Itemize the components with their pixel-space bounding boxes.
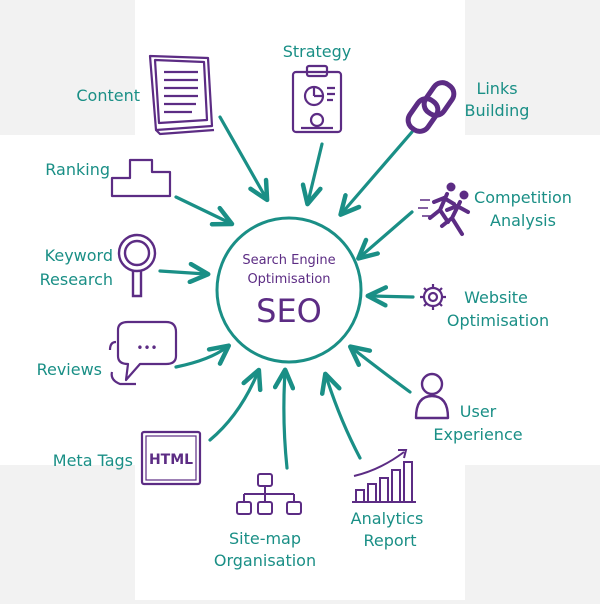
podium-icon xyxy=(110,158,172,198)
arrows xyxy=(158,115,415,470)
arrow-reviews xyxy=(174,343,232,369)
html-icon: HTML xyxy=(140,430,202,486)
runners-icon xyxy=(418,182,470,236)
html-icon-text: HTML xyxy=(149,452,193,468)
user-icon xyxy=(414,372,450,420)
links-label-1: Links xyxy=(476,79,517,98)
center-node: Search Engine Optimisation SEO xyxy=(215,216,363,364)
reviews-label: Reviews xyxy=(37,360,102,379)
links-label-2: Building xyxy=(465,101,530,120)
arrow-analytics xyxy=(319,371,362,460)
center-acronym: SEO xyxy=(256,292,322,330)
ux-label-1: User xyxy=(460,402,497,421)
analytics-label-2: Report xyxy=(363,531,416,550)
arrow-links xyxy=(338,130,414,217)
arrow-competition xyxy=(356,210,414,261)
sitemap-label-1: Site-map xyxy=(229,529,301,548)
ux-label-2: Experience xyxy=(433,425,522,444)
strategy-label: Strategy xyxy=(283,42,352,61)
speech-bubble-icon xyxy=(108,320,178,386)
website-label-1: Website xyxy=(464,288,528,307)
arrow-website xyxy=(365,285,415,308)
analytics-label-1: Analytics xyxy=(351,509,424,528)
topic-ranking: Ranking xyxy=(45,158,172,198)
topic-meta-tags: Meta Tags HTML xyxy=(53,430,202,486)
keyword-label-1: Keyword xyxy=(45,246,113,265)
topic-analytics-report: Analytics Report xyxy=(351,449,424,550)
arrow-keyword xyxy=(158,261,211,285)
topic-keyword-research: Keyword Research xyxy=(40,233,157,298)
meta-tags-label: Meta Tags xyxy=(53,451,133,470)
topic-content: Content xyxy=(76,54,215,136)
website-label-2: Optimisation xyxy=(447,311,549,330)
topic-links-building: Links Building xyxy=(405,79,530,134)
ranking-label: Ranking xyxy=(45,160,110,179)
center-circle xyxy=(215,216,363,364)
clipboard-chart-icon xyxy=(291,64,343,134)
topic-user-experience: User Experience xyxy=(414,372,523,444)
magnifier-icon xyxy=(117,233,157,298)
arrow-meta-tags xyxy=(208,367,263,442)
topic-website-optimisation: Website Optimisation xyxy=(420,284,549,330)
sitemap-icon xyxy=(236,473,302,515)
competition-label-2: Analysis xyxy=(490,211,556,230)
bubble-dots: ••• xyxy=(136,341,157,355)
competition-label-1: Competition xyxy=(474,188,572,207)
keyword-label-2: Research xyxy=(40,270,113,289)
center-line-2: Optimisation xyxy=(247,272,330,287)
topic-competition-analysis: Competition Analysis xyxy=(418,182,572,236)
arrow-strategy xyxy=(300,142,324,207)
arrow-sitemap xyxy=(272,367,296,470)
document-icon xyxy=(148,54,215,136)
center-line-1: Search Engine xyxy=(242,253,335,268)
arrow-content xyxy=(218,115,270,203)
content-label: Content xyxy=(76,86,140,105)
gear-icon xyxy=(420,284,446,310)
bar-chart-icon xyxy=(352,449,416,503)
arrow-ux xyxy=(347,344,412,394)
sitemap-label-2: Organisation xyxy=(214,551,316,570)
topic-sitemap-organisation: Site-map Organisation xyxy=(214,473,316,570)
topic-strategy: Strategy xyxy=(283,42,352,134)
topic-reviews: Reviews ••• xyxy=(37,320,178,386)
chain-link-icon xyxy=(405,80,457,134)
arrow-ranking xyxy=(174,195,235,227)
